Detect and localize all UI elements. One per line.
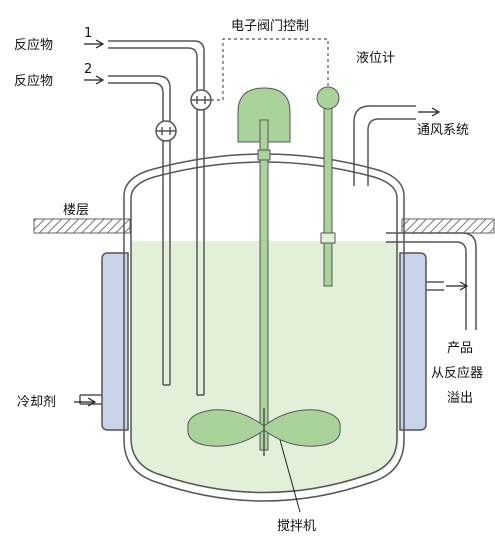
floor-slab-left [33, 218, 131, 234]
product-label-line-2: 从反应器 [431, 365, 483, 381]
overflow-pipe [386, 232, 477, 330]
product-label-line-1: 产品 [447, 341, 473, 356]
valve-control-label: 电子阀门控制 [231, 19, 309, 34]
reactant-pipe-1 [108, 40, 205, 396]
level-gauge [316, 86, 340, 287]
level-gauge-label: 液位计 [356, 51, 395, 66]
coolant-label: 冷却剂 [17, 395, 56, 410]
valve-1 [190, 89, 212, 111]
cooling-jacket [101, 252, 427, 431]
reactant-1-number: 1 [84, 26, 92, 41]
valve-control-signal [211, 38, 329, 101]
product-label-line-3: 溢出 [447, 391, 473, 406]
reactant-2-number: 2 [84, 62, 92, 77]
agitator-label: 搅拌机 [277, 518, 316, 534]
agitator [187, 87, 341, 456]
floor-slab-right [401, 218, 495, 234]
floor-label: 楼层 [63, 203, 89, 218]
reactant-pipe-2 [108, 75, 171, 386]
reactant-2-label: 反应物 [14, 73, 53, 89]
reactant-1-label: 反应物 [14, 37, 53, 53]
ventilation-pipe [353, 105, 416, 186]
valve-2 [155, 120, 177, 142]
arrows [74, 39, 469, 513]
ventilation-label: 通风系统 [417, 123, 469, 138]
